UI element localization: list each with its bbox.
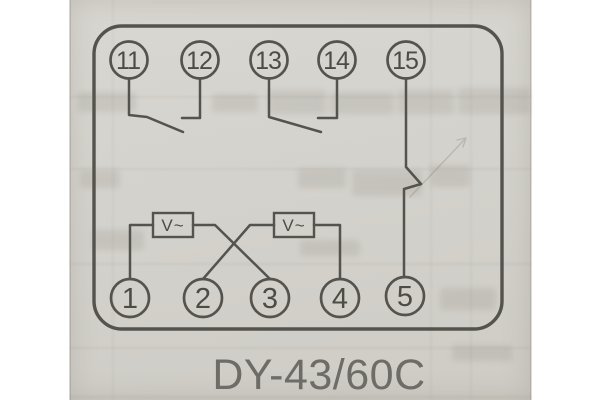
terminal-14: 14 — [317, 40, 357, 80]
terminal-3: 3 — [249, 277, 291, 319]
terminal-label-11: 11 — [116, 47, 140, 75]
contact-13-14 — [267, 77, 339, 134]
terminal-label-12: 12 — [186, 47, 212, 75]
model-caption: DY-43/60C — [212, 351, 425, 399]
ghost-smudge — [352, 170, 422, 196]
diagram-border — [92, 24, 504, 331]
terminal-11: 11 — [109, 40, 149, 80]
coil-1-label: V~ — [161, 216, 184, 235]
ghost-smudge — [330, 92, 394, 114]
page-edge — [69, 0, 71, 400]
ghost-smudge — [298, 168, 346, 188]
ghost-smudge — [430, 165, 470, 187]
ghost-smudge — [458, 88, 530, 114]
ghost-rule-line — [70, 168, 531, 170]
terminal-15: 15 — [386, 40, 426, 80]
terminal-12: 12 — [180, 40, 220, 80]
terminal-13: 13 — [249, 40, 289, 80]
page-edge — [530, 0, 532, 400]
terminal-label-5: 5 — [397, 281, 413, 313]
ghost-smudge — [440, 288, 496, 310]
ghost-arrow — [409, 137, 467, 198]
terminal-1: 1 — [109, 277, 151, 319]
ghost-smudge — [268, 90, 326, 114]
voltage-coil-1: V~ — [151, 211, 195, 239]
ghost-rule-line — [70, 396, 531, 398]
terminal-5: 5 — [384, 275, 426, 317]
contact-11-12 — [127, 77, 202, 134]
ghost-smudge — [452, 345, 512, 361]
terminal-4: 4 — [319, 277, 361, 319]
lead-15-to-5 — [402, 77, 423, 279]
ghost-smudge — [212, 94, 258, 112]
terminal-2: 2 — [182, 277, 224, 319]
ghost-smudge — [80, 170, 120, 188]
terminal-label-13: 13 — [255, 47, 281, 75]
coil-2-label: V~ — [282, 216, 305, 235]
ghost-smudge — [300, 240, 360, 256]
voltage-coil-2: V~ — [272, 211, 316, 239]
ghost-rule-line — [112, 0, 114, 400]
terminal-label-3: 3 — [262, 283, 278, 315]
coil-wiring — [128, 223, 342, 281]
ghost-rule-line — [430, 0, 432, 400]
ghost-smudge — [398, 90, 454, 114]
ghost-rule-line — [70, 96, 531, 98]
ghost-rule-line — [70, 347, 531, 349]
ghost-rule-line — [470, 0, 472, 400]
terminal-label-4: 4 — [332, 283, 348, 315]
terminal-label-2: 2 — [195, 283, 211, 315]
ghost-rule-line — [70, 263, 531, 265]
terminal-label-14: 14 — [323, 47, 350, 75]
paper-page — [70, 0, 531, 400]
terminal-label-1: 1 — [122, 283, 138, 315]
terminal-label-15: 15 — [392, 47, 418, 75]
